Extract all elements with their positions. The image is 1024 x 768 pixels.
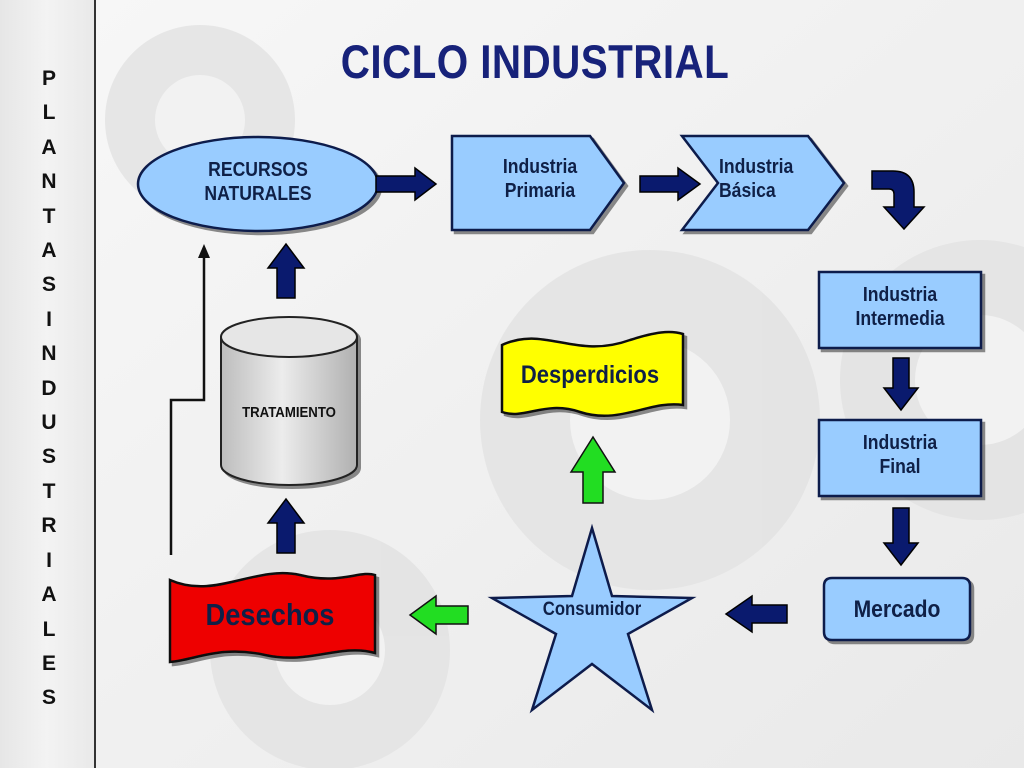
arrow-final-to-mercado (882, 507, 920, 567)
label-industria-basica: Industria Básica (718, 156, 794, 202)
arrow-mercado-to-consumidor (724, 594, 788, 634)
label-desechos: Desechos (205, 597, 335, 632)
node-industria-intermedia (817, 270, 983, 350)
arrow-desechos-to-tratamiento (266, 497, 306, 554)
node-industria-final (817, 418, 983, 498)
return-line (169, 258, 206, 555)
label-consumidor: Consumidor (542, 599, 642, 620)
arrow-intermedia-to-final (882, 357, 920, 412)
label-industria-primaria: Industria Primaria (502, 156, 578, 202)
label-recursos-naturales: RECURSOS NATURALES (204, 159, 312, 205)
arrow-primaria-to-basica (639, 166, 702, 202)
label-tratamiento: TRATAMIENTO (242, 404, 336, 421)
side-label-letter: R (41, 514, 57, 538)
side-label-letter: A (41, 135, 57, 159)
node-mercado (822, 576, 972, 642)
side-label-letter: L (42, 617, 56, 641)
arrow-tratamiento-to-recursos (266, 242, 306, 299)
side-label-letter: E (41, 651, 56, 675)
side-label-letter: A (41, 239, 57, 263)
side-label-letter: S (41, 686, 56, 710)
label-industria-intermedia: Industria Intermedia (855, 284, 945, 330)
node-industria-primaria (450, 134, 626, 232)
side-label-letter: I (46, 307, 52, 331)
side-label-letter: U (41, 411, 57, 435)
node-desechos (168, 571, 377, 664)
side-label-letter: L (42, 101, 56, 125)
label-industria-final: Industria Final (862, 432, 938, 478)
node-desperdicios (500, 330, 685, 417)
side-label-letter: N (41, 170, 57, 194)
label-desperdicios: Desperdicios (520, 361, 660, 389)
arrow-recursos-to-primaria (375, 166, 438, 202)
node-consumidor-star (487, 523, 697, 714)
arrow-consumidor-to-desperdicios (569, 435, 617, 504)
side-label-letter: N (41, 342, 57, 366)
node-industria-basica (679, 134, 846, 232)
side-label-letter: S (41, 273, 56, 297)
side-label-letter: S (41, 445, 56, 469)
return-line-arrowhead (198, 244, 210, 258)
node-tratamiento-tank (220, 316, 358, 486)
page-title: CICLO INDUSTRIAL (340, 35, 730, 88)
arrow-basica-to-intermedia (871, 170, 926, 231)
side-label-letter: I (46, 548, 52, 572)
side-label-letter: A (41, 583, 57, 607)
side-label-letter: D (41, 376, 57, 400)
side-label-letter: T (42, 204, 56, 228)
side-label-letter: T (42, 479, 56, 503)
label-mercado: Mercado (853, 596, 941, 623)
side-label-letter: P (41, 67, 56, 90)
arrow-consumidor-to-desechos (408, 594, 469, 636)
